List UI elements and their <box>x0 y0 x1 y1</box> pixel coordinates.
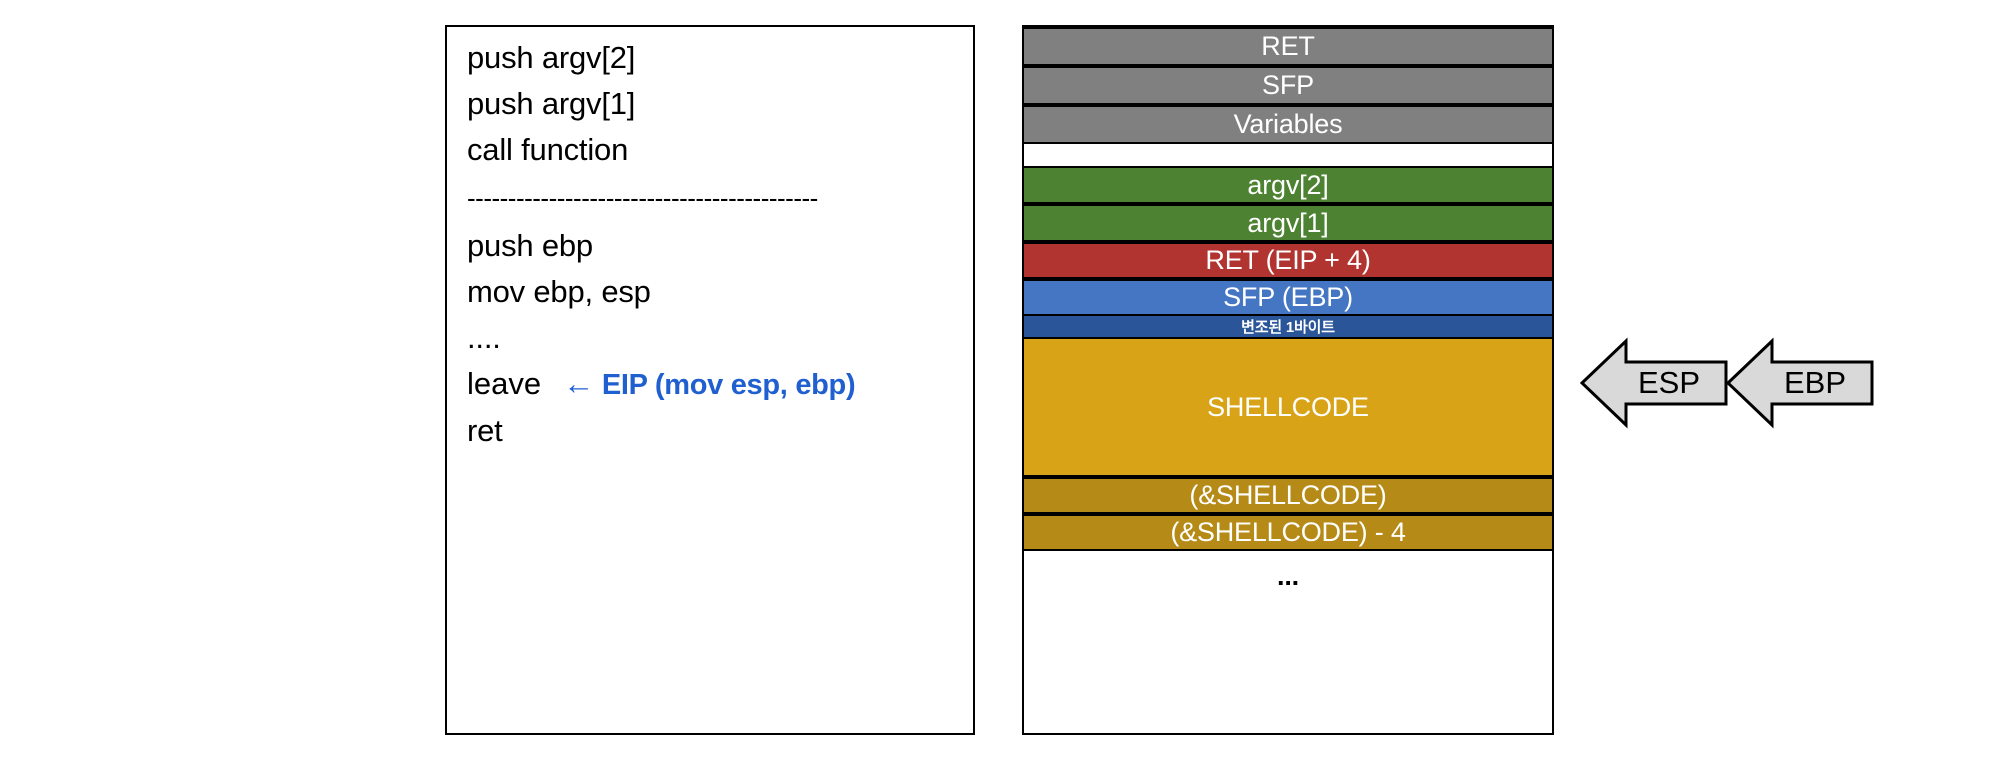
stack-row: Variables <box>1024 105 1552 144</box>
stack-row-label: 변조된 1바이트 <box>1241 319 1335 336</box>
ret-instruction-line: ret <box>467 413 503 448</box>
code-line: push argv[2] <box>467 40 636 75</box>
stack-row: ... <box>1024 551 1552 601</box>
eip-annotation: ←EIP (mov esp, ebp) <box>563 361 856 408</box>
stack-row-label: Variables <box>1233 109 1343 139</box>
stack-row-label: ... <box>1277 560 1299 591</box>
code-line: .... <box>467 320 501 355</box>
stack-row-label: RET <box>1261 31 1315 61</box>
stack-row: RET (EIP + 4) <box>1024 242 1552 279</box>
stack-row-label: SFP (EBP) <box>1223 282 1353 312</box>
stack-row: argv[2] <box>1024 166 1552 204</box>
stack-row-label: SHELLCODE <box>1207 391 1369 422</box>
stack-row-label: argv[2] <box>1247 169 1329 200</box>
stack-row: 변조된 1바이트 <box>1024 316 1552 337</box>
stack-layout-panel: RET SFP Variables argv[2] argv[1] RET (EIP + … <box>1022 25 1554 735</box>
code-line: push argv[1] <box>467 86 636 121</box>
leave-keyword: leave <box>467 366 542 401</box>
stack-row-label: (&SHELLCODE) - 4 <box>1170 517 1406 547</box>
stack-row-label: (&SHELLCODE) <box>1189 480 1387 510</box>
stack-row: (&SHELLCODE) <box>1024 477 1552 514</box>
stack-row-label: RET (EIP + 4) <box>1205 245 1371 275</box>
code-separator-line: ----------------------------------------… <box>467 183 818 213</box>
stack-row: (&SHELLCODE) - 4 <box>1024 514 1552 551</box>
stack-row: SFP (EBP) <box>1024 279 1552 316</box>
stack-row: RET <box>1024 27 1552 66</box>
leave-instruction-row: leave ←EIP (mov esp, ebp) <box>467 361 963 408</box>
stack-row-label: argv[1] <box>1247 207 1329 238</box>
esp-pointer-arrow: ESP <box>1580 335 1728 431</box>
stack-row: SFP <box>1024 66 1552 105</box>
stack-row: argv[1] <box>1024 204 1552 242</box>
code-line: call function <box>467 132 629 167</box>
stack-row: SHELLCODE <box>1024 337 1552 477</box>
stack-row <box>1024 144 1552 166</box>
ebp-pointer-label: EBP <box>1783 365 1847 400</box>
code-line: push ebp <box>467 228 593 263</box>
esp-pointer-label: ESP <box>1637 365 1701 400</box>
left-arrow-icon <box>1726 337 1874 429</box>
left-arrow-icon: ← <box>563 366 594 401</box>
code-line: mov ebp, esp <box>467 274 651 309</box>
ebp-pointer-arrow: EBP <box>1726 335 1874 431</box>
stack-row-label: SFP <box>1262 70 1314 100</box>
assembly-code-panel: push argv[2] push argv[1] call function ---… <box>445 25 975 735</box>
assembly-code-lines: push argv[2] push argv[1] call function ---… <box>467 35 963 454</box>
eip-annotation-text: EIP (mov esp, ebp) <box>601 369 856 401</box>
stack-rows-container: RET SFP Variables argv[2] argv[1] RET (EIP + … <box>1024 27 1552 733</box>
